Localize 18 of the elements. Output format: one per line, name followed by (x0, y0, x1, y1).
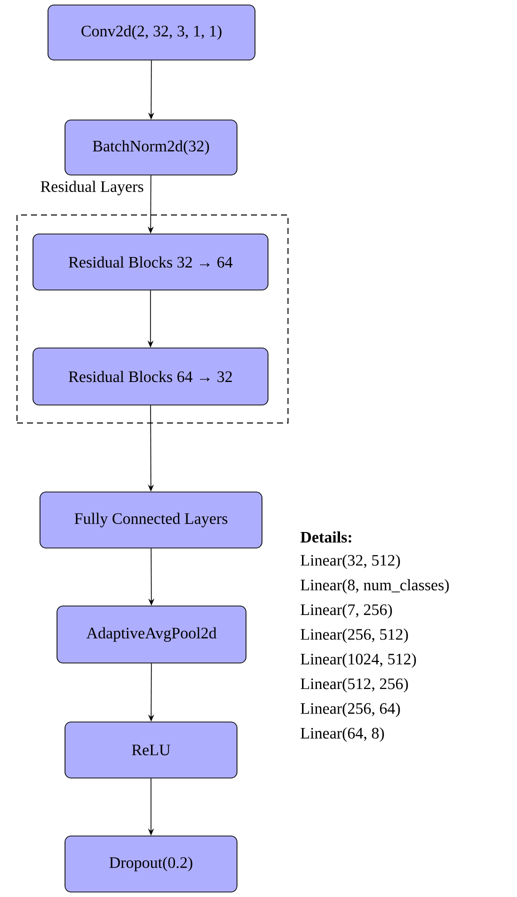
details-line: Linear(64, 8) (300, 727, 384, 742)
process-box: Conv2d(2, 32, 3, 1, 1) (48, 4, 256, 60)
process-box: Fully Connected Layers (40, 492, 262, 548)
details-line: Linear(8, num_classes) (300, 579, 449, 594)
details-line: Linear(256, 512) (300, 628, 408, 644)
process-box: Residual Blocks 32 → 64 (32, 234, 268, 290)
process-box: ReLU (64, 722, 238, 778)
details-heading: Details: (300, 531, 352, 543)
details-line: Linear(7, 256) (300, 604, 392, 618)
process-box: BatchNorm2d(32) (64, 120, 238, 176)
process-box: Residual Blocks 64 → 32 (32, 348, 268, 406)
process-box: Dropout(0.2) (64, 836, 238, 892)
details-line: Linear(1024, 512) (300, 653, 416, 668)
node-label: Residual Layers (40, 180, 144, 196)
process-box: AdaptiveAvgPool2d (56, 606, 246, 664)
details-line: Linear(32, 512) (300, 554, 400, 569)
details-line: Linear(512, 256) (300, 678, 408, 692)
details-line: Linear(256, 64) (300, 702, 400, 718)
